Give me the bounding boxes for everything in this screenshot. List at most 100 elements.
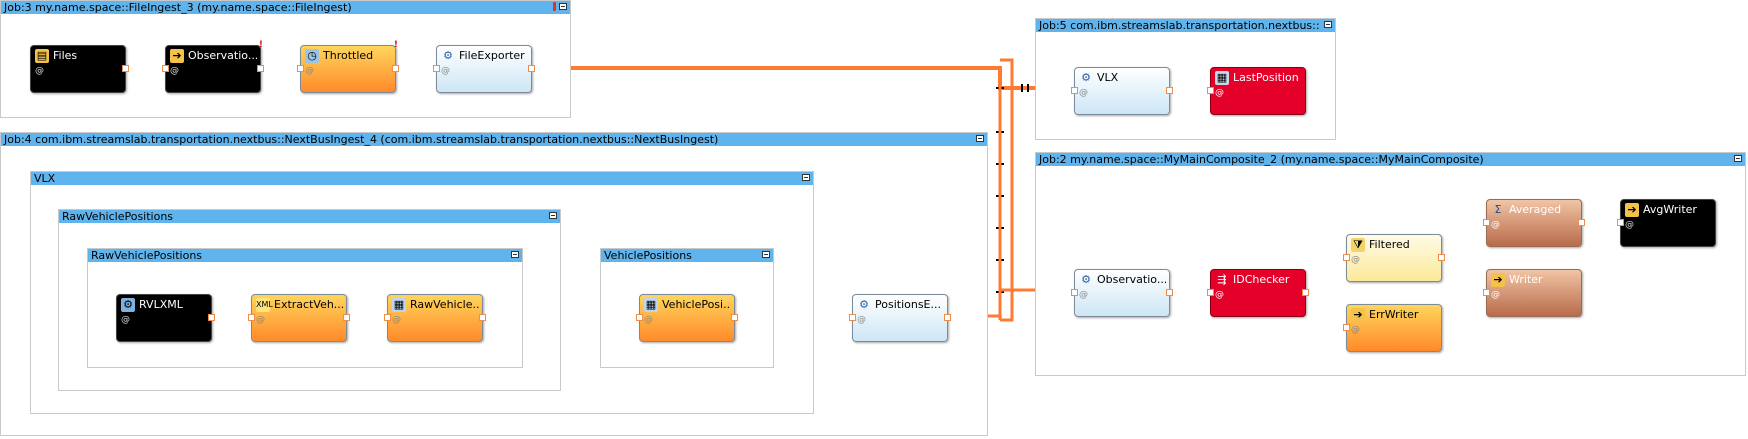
collapse-icon[interactable]: [1324, 21, 1332, 28]
operator-observations-job3[interactable]: ➔ Observatio... @ !: [162, 40, 264, 93]
operator-last-position[interactable]: ▦ LastPosition @: [1207, 67, 1306, 115]
collapse-icon[interactable]: [762, 251, 770, 258]
output-port[interactable]: [1438, 254, 1445, 261]
job-5-header: Job:5 com.ibm.streamslab.transportation.…: [1036, 19, 1335, 32]
sum-icon: Σ: [1494, 203, 1502, 216]
input-port[interactable]: [636, 314, 643, 321]
operator-location: @: [1079, 290, 1088, 300]
functor-icon: ▦: [392, 298, 406, 312]
job-3-header: Job:3 my.name.space::FileIngest_3 (my.na…: [1, 1, 570, 14]
operator-positions-e[interactable]: ⚙ PositionsE... @: [849, 294, 951, 342]
operator-label: Filtered: [1369, 238, 1410, 251]
error-badge-icon: !: [258, 40, 263, 50]
input-port[interactable]: [1483, 289, 1490, 296]
operator-averaged[interactable]: Σ Averaged @: [1483, 199, 1585, 247]
operator-location: @: [121, 315, 130, 325]
input-port[interactable]: [248, 314, 255, 321]
import-icon: ⚙: [1081, 71, 1091, 84]
operator-avg-writer[interactable]: ➔ AvgWriter @: [1617, 199, 1716, 247]
job-5-title: Job:5 com.ibm.streamslab.transportation.…: [1039, 19, 1320, 32]
output-port[interactable]: [528, 65, 535, 72]
composite-vehicle-positions-header: VehiclePositions: [601, 249, 773, 262]
split-icon: ⇶: [1217, 273, 1227, 286]
operator-label: ExtractVeh...: [274, 298, 343, 311]
input-port[interactable]: [1207, 289, 1214, 296]
input-port[interactable]: [849, 314, 856, 321]
operator-label: ErrWriter: [1369, 308, 1419, 321]
collapse-icon[interactable]: [976, 135, 984, 142]
filter-icon: ⧩: [1351, 238, 1365, 252]
input-port[interactable]: [297, 65, 304, 72]
operator-filtered[interactable]: ⧩ Filtered @: [1343, 234, 1445, 282]
output-port[interactable]: [1578, 219, 1585, 226]
operator-location: @: [1351, 255, 1360, 265]
output-port[interactable]: [343, 314, 350, 321]
input-port[interactable]: [1343, 254, 1350, 261]
input-port[interactable]: [1617, 219, 1624, 226]
input-port[interactable]: [1071, 289, 1078, 296]
composite-vehicle-positions-title: VehiclePositions: [604, 249, 692, 262]
operator-extract-veh[interactable]: XML ExtractVeh... @: [248, 294, 350, 342]
operator-label: VLX: [1097, 71, 1119, 84]
source-icon: ⚙: [121, 298, 135, 312]
operator-location: @: [857, 315, 866, 325]
composite-vlx-title: VLX: [34, 172, 56, 185]
operator-rvlxml[interactable]: ⚙ RVLXML @: [116, 294, 215, 342]
operator-location: @: [644, 315, 653, 325]
operator-label: RawVehicle...: [410, 298, 479, 311]
input-port[interactable]: [1343, 324, 1350, 331]
operator-label: VehiclePosi...: [662, 298, 731, 311]
job-2-header: Job:2 my.name.space::MyMainComposite_2 (…: [1036, 153, 1745, 166]
output-port[interactable]: [208, 314, 215, 321]
output-port[interactable]: [731, 314, 738, 321]
operator-writer[interactable]: ➔ Writer @: [1483, 269, 1582, 317]
job-4-header: Job:4 com.ibm.streamslab.transportation.…: [1, 133, 987, 146]
output-port[interactable]: [1166, 87, 1173, 94]
input-port[interactable]: [1207, 87, 1214, 94]
operator-location: @: [256, 315, 265, 325]
output-port[interactable]: [944, 314, 951, 321]
writer-icon: ➔: [1491, 273, 1505, 287]
composite-vlx-header: VLX: [31, 172, 813, 185]
operator-raw-vehicle[interactable]: ▦ RawVehicle... @: [384, 294, 486, 342]
output-port[interactable]: [1302, 289, 1309, 296]
operator-vehicle-posi[interactable]: ▦ VehiclePosi... @: [636, 294, 738, 342]
operator-err-writer[interactable]: ➔ ErrWriter @: [1343, 304, 1442, 352]
import-icon: ➔: [170, 49, 184, 63]
operator-label: Observatio...: [188, 49, 257, 62]
operator-location: @: [1215, 88, 1224, 98]
operator-observations-job2[interactable]: ⚙ Observatio... @: [1071, 269, 1173, 317]
operator-id-checker[interactable]: ⇶ IDChecker @: [1207, 269, 1309, 317]
import-icon: ⚙: [1081, 273, 1091, 286]
output-port[interactable]: [1166, 289, 1173, 296]
input-port[interactable]: [1071, 87, 1078, 94]
output-port[interactable]: [479, 314, 486, 321]
operator-throttled[interactable]: ◷ Throttled @ !: [297, 40, 399, 93]
collapse-icon[interactable]: [802, 174, 810, 181]
collapse-icon[interactable]: [511, 251, 519, 258]
collapse-icon[interactable]: [549, 212, 557, 219]
operator-label: FileExporter: [459, 49, 525, 62]
warning-icon: [553, 2, 556, 11]
input-port[interactable]: [1483, 219, 1490, 226]
composite-raw-inner-title: RawVehiclePositions: [91, 249, 203, 262]
operator-file-exporter[interactable]: ⚙ FileExporter @: [433, 45, 535, 93]
output-port[interactable]: [122, 65, 129, 72]
output-port[interactable]: [257, 65, 264, 72]
output-port[interactable]: [392, 65, 399, 72]
operator-label: IDChecker: [1233, 273, 1290, 286]
operator-location: @: [35, 66, 44, 76]
collapse-icon[interactable]: [1734, 155, 1742, 162]
export-icon: ⚙: [859, 298, 869, 311]
operator-location: @: [1625, 220, 1634, 230]
input-port[interactable]: [162, 65, 169, 72]
operator-location: @: [1491, 220, 1500, 230]
input-port[interactable]: [433, 65, 440, 72]
operator-vlx-import[interactable]: ⚙ VLX @: [1071, 67, 1173, 115]
operator-files[interactable]: ▤ Files @: [30, 45, 129, 93]
collapse-icon[interactable]: [559, 3, 567, 10]
input-port[interactable]: [384, 314, 391, 321]
operator-label: Averaged: [1509, 203, 1562, 216]
operator-location: @: [1215, 290, 1224, 300]
operator-label: PositionsE...: [875, 298, 941, 311]
